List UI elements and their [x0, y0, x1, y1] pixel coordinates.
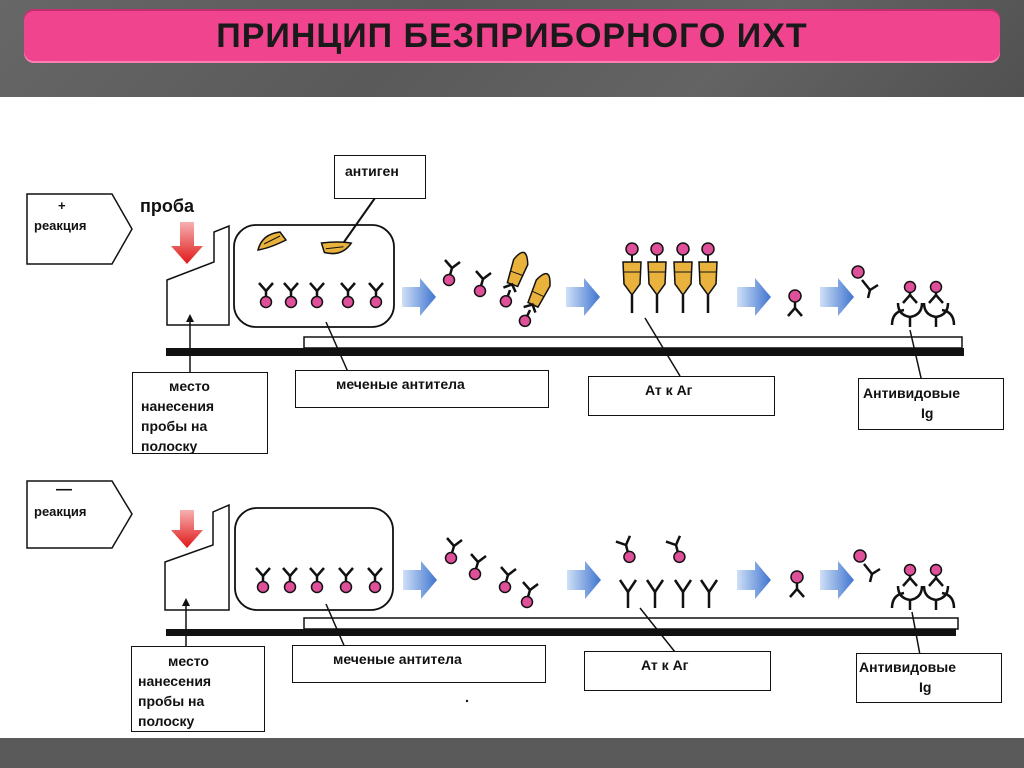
flow-arrow — [737, 278, 771, 316]
application-site-line: нанесения — [141, 398, 215, 414]
free-labeled-antibody — [468, 552, 488, 581]
captured-complex — [621, 241, 643, 315]
ab-to-ag-label: Ат к Аг — [645, 382, 693, 398]
sample-pad — [164, 503, 230, 611]
conjugate-pad — [234, 507, 394, 611]
capture-antibody — [673, 578, 693, 610]
free-labeled-antibody — [520, 580, 540, 609]
flow-arrow — [567, 561, 601, 599]
strip-backing — [166, 348, 964, 356]
ab-to-ag-box: Ат к Аг — [584, 651, 771, 691]
negative-reaction-tag — [26, 480, 133, 549]
antigen-antibody-complex-moving — [499, 251, 529, 308]
ab-to-ag-box: Ат к Аг — [588, 376, 775, 416]
negative-reaction-label: реакция — [34, 504, 87, 519]
captured-complex — [646, 241, 668, 315]
antigen-label: антиген — [345, 163, 399, 179]
application-site-line: место — [169, 378, 210, 394]
membrane — [303, 336, 963, 349]
flow-arrow — [737, 561, 771, 599]
flow-arrow — [403, 561, 437, 599]
application-site-line: нанесения — [138, 673, 212, 689]
sample-pad — [166, 224, 230, 326]
application-site-line: пробы на — [138, 693, 205, 709]
positive-reaction-tag — [26, 193, 133, 265]
slide-title: ПРИНЦИП БЕЗПРИБОРНОГО ИХТ — [216, 16, 808, 55]
anti-species-label: Ig — [919, 679, 932, 695]
probe-arrow — [171, 510, 203, 548]
labeled-antibodies-box: меченые антитела — [295, 370, 549, 408]
anti-species-label: Антивидовые — [859, 659, 957, 675]
free-labeled-antibody — [789, 570, 805, 598]
labeled-antibodies-pointer — [325, 321, 349, 373]
flow-arrow — [566, 278, 600, 316]
application-site-line: полоску — [141, 438, 198, 454]
anti-species-label: Ig — [921, 405, 934, 421]
labeled-antibodies-box: меченые антитела — [292, 645, 546, 683]
application-site-line: пробы на — [141, 418, 208, 434]
application-site-line: полоску — [138, 713, 195, 729]
free-labeled-antibody — [442, 258, 462, 287]
anti-species-box: Антивидовые Ig — [858, 378, 1004, 430]
free-labeled-antibody — [498, 565, 518, 594]
probe-label: проба — [140, 196, 194, 216]
free-labeled-antibody — [663, 532, 693, 566]
antigen-callout: антиген — [334, 155, 426, 199]
anti-species-ig — [896, 563, 924, 612]
capture-antibody — [699, 578, 719, 610]
anti-species-ig — [922, 280, 950, 329]
ab-to-ag-label: Ат к Аг — [641, 657, 689, 673]
bottom-band — [0, 738, 1024, 768]
free-labeled-antibody — [787, 289, 803, 317]
labeled-antibodies-label: меченые антитела — [333, 651, 462, 667]
free-labeled-antibody — [853, 549, 881, 583]
flow-arrow — [402, 278, 436, 316]
control-line-pointer — [909, 329, 923, 383]
application-site-box: место нанесения пробы на полоску — [132, 372, 268, 454]
captured-complex — [672, 241, 694, 315]
application-site-line: место — [168, 653, 209, 669]
labeled-antibodies-label: меченые антитела — [336, 376, 465, 392]
capture-antibody — [645, 578, 665, 610]
capture-antibody — [618, 578, 638, 610]
captured-complex — [697, 241, 719, 315]
positive-panel — [26, 193, 964, 383]
conjugate-pad — [233, 224, 395, 328]
negative-panel — [26, 480, 959, 703]
positive-sign: + — [58, 198, 66, 213]
ict-diagram — [26, 193, 964, 703]
flow-arrow — [820, 561, 854, 599]
membrane — [303, 617, 959, 630]
test-line-pointer — [644, 317, 681, 377]
anti-species-label: Антивидовые — [863, 385, 961, 401]
free-labeled-antibody — [473, 269, 493, 298]
anti-species-box: Антивидовые Ig — [856, 653, 1002, 703]
negative-sign: — — [56, 481, 72, 498]
free-labeled-antibody — [613, 532, 643, 566]
free-labeled-antibody — [444, 536, 464, 565]
application-site-box: место нанесения пробы на полоску — [131, 646, 265, 732]
anti-species-ig — [896, 280, 924, 329]
positive-reaction-label: реакция — [34, 218, 87, 233]
antigen-pointer — [343, 197, 376, 243]
strip-backing — [166, 629, 956, 636]
free-labeled-antibody — [851, 265, 879, 299]
anti-species-ig — [922, 563, 950, 612]
flow-arrow — [820, 278, 854, 316]
probe-arrow — [171, 222, 203, 264]
antigen-antibody-complex-moving — [518, 272, 551, 328]
title-bar: ПРИНЦИП БЕЗПРИБОРНОГО ИХТ — [24, 9, 1000, 63]
